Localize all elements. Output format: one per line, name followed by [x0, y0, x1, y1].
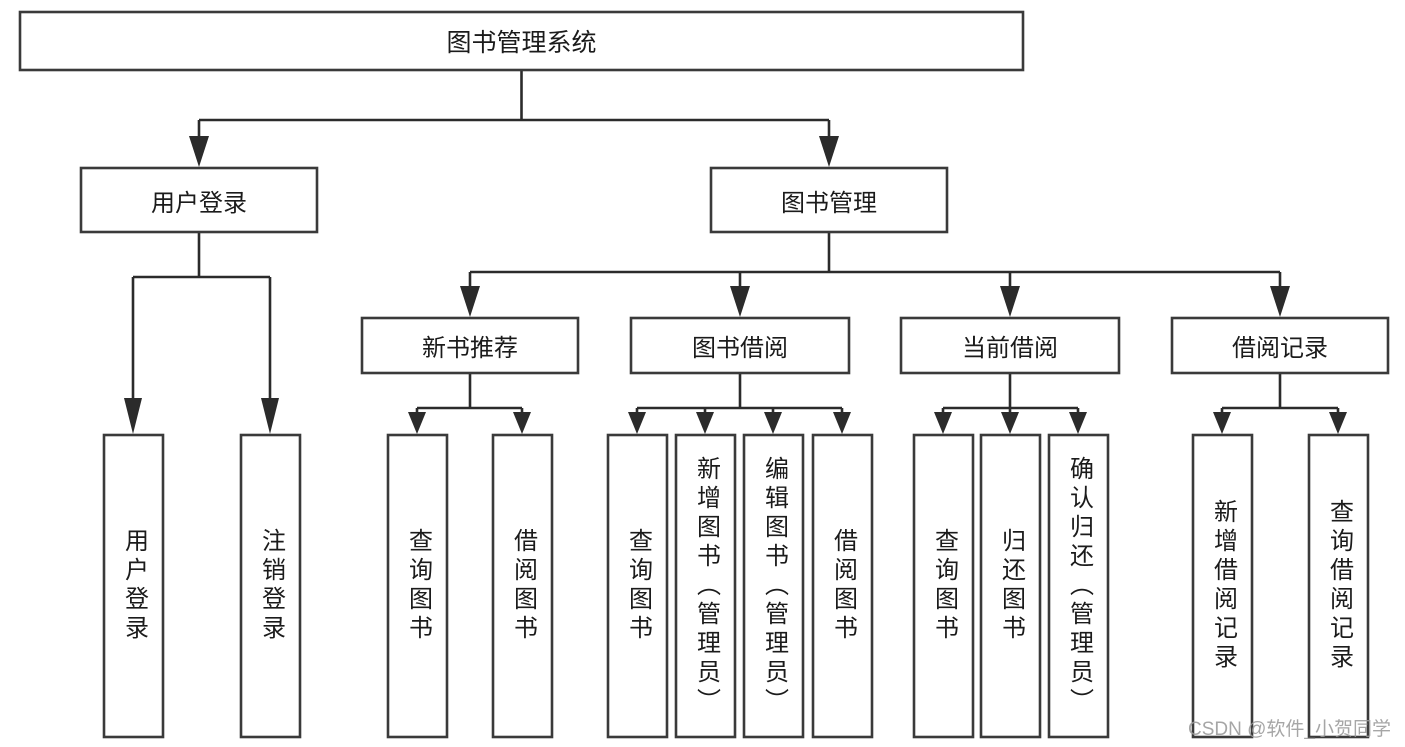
arrow-head-leaf-user-login	[124, 398, 142, 434]
connector-group-user-login	[124, 232, 279, 434]
connector-group-new-book-recommend	[408, 373, 531, 434]
arrow-head-to-new-book-recommend	[460, 286, 480, 317]
arrow-head-to-book-manage	[819, 136, 839, 167]
node-box-leaf-logout[interactable]	[239, 433, 302, 739]
arrow-head-leaf-edit-book	[764, 412, 782, 434]
arrow-head-to-borrow-record	[1270, 286, 1290, 317]
arrow-head-leaf-add-record	[1213, 412, 1231, 434]
node-box-leaf-query-book-3[interactable]	[912, 433, 975, 739]
node-box-leaf-add-book[interactable]	[674, 433, 737, 739]
arrow-head-leaf-query-book-2	[628, 412, 646, 434]
connector-group-borrow-record	[1213, 373, 1347, 434]
arrow-head-leaf-confirm-return	[1069, 412, 1087, 434]
node-box-leaf-add-record[interactable]	[1191, 433, 1254, 739]
node-box-user-login[interactable]	[79, 166, 319, 234]
arrow-head-to-current-borrow	[1000, 286, 1020, 317]
arrow-head-leaf-borrow-book-1	[513, 412, 531, 434]
connector-group-current-borrow	[934, 373, 1087, 434]
node-box-leaf-query-book-2[interactable]	[606, 433, 669, 739]
node-box-leaf-edit-book[interactable]	[742, 433, 805, 739]
arrow-head-leaf-return-book	[1001, 412, 1019, 434]
node-box-leaf-query-book-1[interactable]	[386, 433, 449, 739]
node-box-borrow-record[interactable]	[1170, 316, 1390, 375]
arrow-head-leaf-query-book-3	[934, 412, 952, 434]
node-box-book-manage[interactable]	[709, 166, 949, 234]
node-box-new-book-recommend[interactable]	[360, 316, 580, 375]
connector-group-book-borrow	[628, 373, 851, 434]
connector-group-root	[189, 70, 839, 167]
connector-group-book-manage	[460, 232, 1290, 317]
arrow-head-leaf-add-book	[696, 412, 714, 434]
arrow-head-leaf-logout	[261, 398, 279, 434]
node-box-leaf-user-login[interactable]	[102, 433, 165, 739]
arrow-head-to-book-borrow	[730, 286, 750, 317]
arrow-head-leaf-query-book-1	[408, 412, 426, 434]
arrow-head-leaf-borrow-book-2	[833, 412, 851, 434]
node-box-leaf-borrow-book-1[interactable]	[491, 433, 554, 739]
node-box-leaf-borrow-book-2[interactable]	[811, 433, 874, 739]
node-box-leaf-query-record[interactable]	[1307, 433, 1370, 739]
arrow-head-leaf-query-record	[1329, 412, 1347, 434]
node-box-book-borrow[interactable]	[629, 316, 851, 375]
node-box-leaf-confirm-return[interactable]	[1047, 433, 1110, 739]
node-box-current-borrow[interactable]	[899, 316, 1121, 375]
node-box-root[interactable]	[18, 10, 1025, 72]
arrow-head-to-user-login	[189, 136, 209, 167]
node-box-leaf-return-book[interactable]	[979, 433, 1042, 739]
